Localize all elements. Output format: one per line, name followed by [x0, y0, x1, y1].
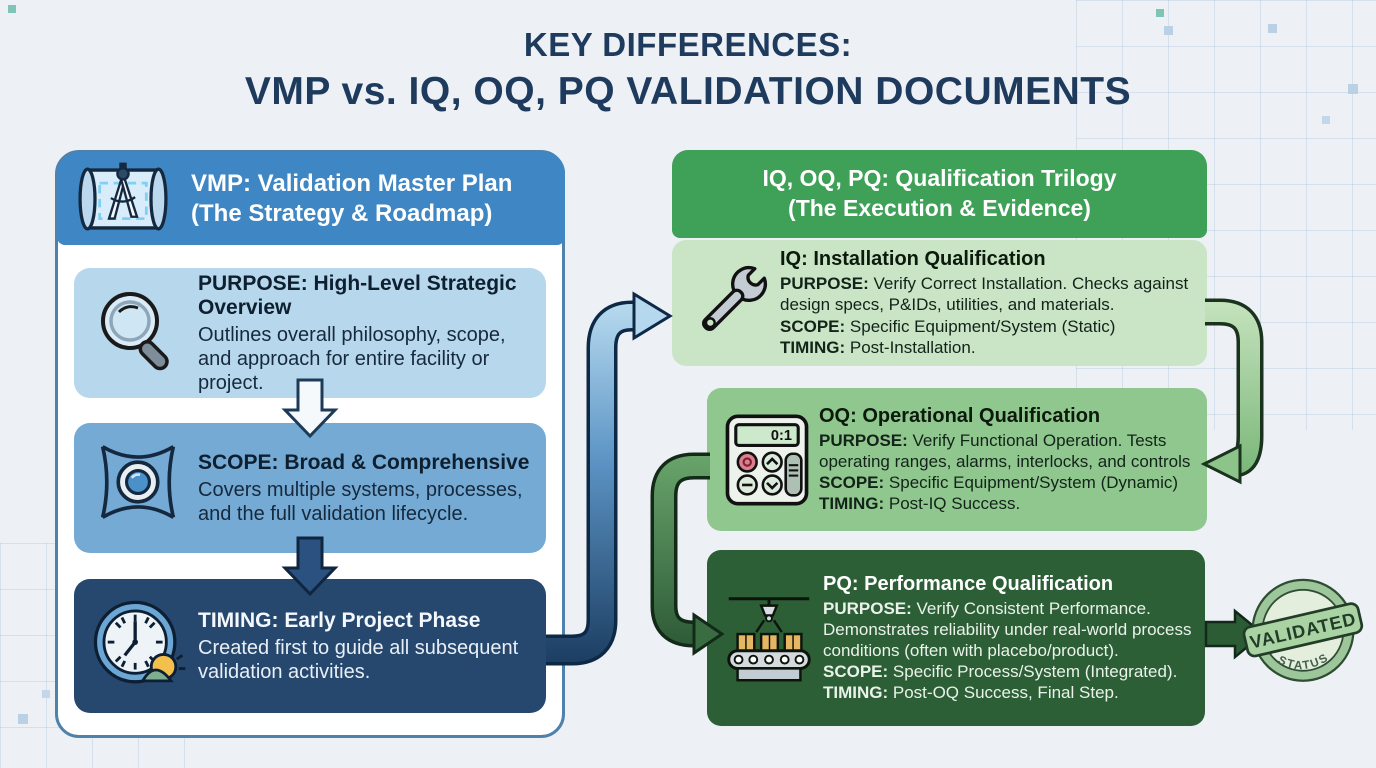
scope-value: Specific Equipment/System (Static): [849, 316, 1116, 336]
blueprint-compass-icon: [67, 157, 179, 241]
qualification-header: IQ, OQ, PQ: Qualification Trilogy (The E…: [672, 150, 1207, 238]
timing-value: Post-IQ Success.: [888, 494, 1021, 514]
wide-angle-lens-icon: [86, 438, 190, 538]
pq-text: PQ: Performance Qualification PURPOSE: V…: [823, 573, 1197, 703]
timing-value: Post-OQ Success, Final Step.: [892, 683, 1119, 703]
vmp-timing-title: TIMING: Early Project Phase: [198, 608, 481, 632]
iq-to-oq-arrow: [1200, 298, 1264, 485]
pq-purpose: PURPOSE: Verify Consistent Performance. …: [823, 598, 1197, 661]
iq-purpose: PURPOSE: Verify Correct Installation. Ch…: [780, 273, 1199, 315]
iq-timing: TIMING: Post-Installation.: [780, 337, 1199, 358]
oq-scope: SCOPE: Specific Equipment/System (Dynami…: [819, 472, 1199, 493]
accent-square: [18, 714, 28, 724]
scope-label: SCOPE:: [819, 473, 885, 492]
accent-square: [1156, 9, 1164, 17]
purpose-value: Verify Consistent Performance. Demonstra…: [823, 598, 1192, 660]
vmp-timing-box: TIMING: Early Project Phase Created firs…: [74, 579, 546, 713]
accent-square: [42, 690, 50, 698]
pq-box: PQ: Performance Qualification PURPOSE: V…: [707, 550, 1205, 726]
qualification-header-line1: IQ, OQ, PQ: Qualification Trilogy: [762, 165, 1117, 192]
vmp-purpose-text: PURPOSE: High-Level Strategic Overview O…: [198, 272, 534, 395]
purpose-label: PURPOSE:: [780, 274, 869, 294]
vmp-scope-title: SCOPE: Broad & Comprehensive: [198, 450, 530, 474]
oq-text: OQ: Operational Qualification PURPOSE: V…: [819, 405, 1199, 514]
purpose-value: Verify Correct Installation. Checks agai…: [780, 274, 1189, 315]
oq-box: 0:1 OQ: Operational Qualification PURPOS…: [707, 388, 1207, 531]
scope-value: Specific Equipment/System (Dynamic): [888, 473, 1179, 492]
pq-title: PQ: Performance Qualification: [823, 572, 1114, 595]
vmp-purpose-box: PURPOSE: High-Level Strategic Overview O…: [74, 268, 546, 398]
magnifier-icon: [86, 283, 190, 383]
accent-square: [8, 5, 16, 13]
vmp-timing-text: TIMING: Early Project Phase Created firs…: [198, 609, 534, 684]
vmp-timing-desc: Created first to guide all subsequent va…: [198, 636, 519, 683]
purpose-label: PURPOSE:: [819, 430, 908, 450]
timing-label: TIMING:: [819, 494, 885, 514]
oq-timing: TIMING: Post-IQ Success.: [819, 493, 1199, 514]
vmp-header-line1: VMP: Validation Master Plan: [191, 169, 513, 197]
pq-scope: SCOPE: Specific Process/System (Integrat…: [823, 661, 1197, 682]
vmp-scope-desc: Covers multiple systems, processes, and …: [198, 478, 523, 525]
page-title-line1: KEY DIFFERENCES:: [523, 26, 853, 63]
iq-title: IQ: Installation Qualification: [780, 248, 1046, 271]
validated-stamp: VALIDATED STATUS: [1240, 572, 1366, 694]
svg-text:0:1: 0:1: [771, 428, 792, 444]
vmp-scope-box: SCOPE: Broad & Comprehensive Covers mult…: [74, 423, 546, 553]
vmp-header-line2: (The Strategy & Roadmap): [191, 199, 493, 227]
timing-value: Post-Installation.: [849, 337, 976, 357]
conveyor-icon: [715, 588, 823, 688]
scope-label: SCOPE:: [780, 316, 846, 336]
iq-scope: SCOPE: Specific Equipment/System (Static…: [780, 316, 1199, 337]
vmp-header: VMP: Validation Master Plan (The Strateg…: [57, 152, 565, 245]
purpose-value: Verify Functional Operation. Tests opera…: [819, 430, 1191, 471]
page-title-line2: VMP vs. IQ, OQ, PQ VALIDATION DOCUMENTS: [244, 70, 1132, 113]
timing-label: TIMING:: [823, 683, 889, 703]
pq-timing: TIMING: Post-OQ Success, Final Step.: [823, 682, 1197, 703]
oq-purpose: PURPOSE: Verify Functional Operation. Te…: [819, 430, 1199, 472]
vmp-header-text: VMP: Validation Master Plan (The Strateg…: [179, 169, 512, 229]
timing-label: TIMING:: [780, 337, 846, 357]
vmp-panel: VMP: Validation Master Plan (The Strateg…: [55, 150, 565, 738]
oq-title: OQ: Operational Qualification: [819, 404, 1101, 427]
vmp-purpose-desc: Outlines overall philosophy, scope, and …: [198, 323, 506, 394]
wrench-icon: [680, 255, 780, 351]
vmp-scope-text: SCOPE: Broad & Comprehensive Covers mult…: [198, 451, 534, 526]
scope-label: SCOPE:: [823, 662, 889, 682]
clock-sunrise-icon: [86, 596, 190, 696]
vmp-purpose-title: PURPOSE: High-Level Strategic Overview: [198, 271, 517, 319]
control-panel-icon: 0:1: [715, 408, 819, 512]
qualification-header-line2: (The Execution & Evidence): [788, 195, 1091, 221]
iq-text: IQ: Installation Qualification PURPOSE: …: [780, 248, 1199, 357]
iq-box: IQ: Installation Qualification PURPOSE: …: [672, 240, 1207, 366]
scope-value: Specific Process/System (Integrated).: [892, 662, 1178, 682]
accent-square: [1322, 116, 1330, 124]
purpose-label: PURPOSE:: [823, 598, 912, 618]
